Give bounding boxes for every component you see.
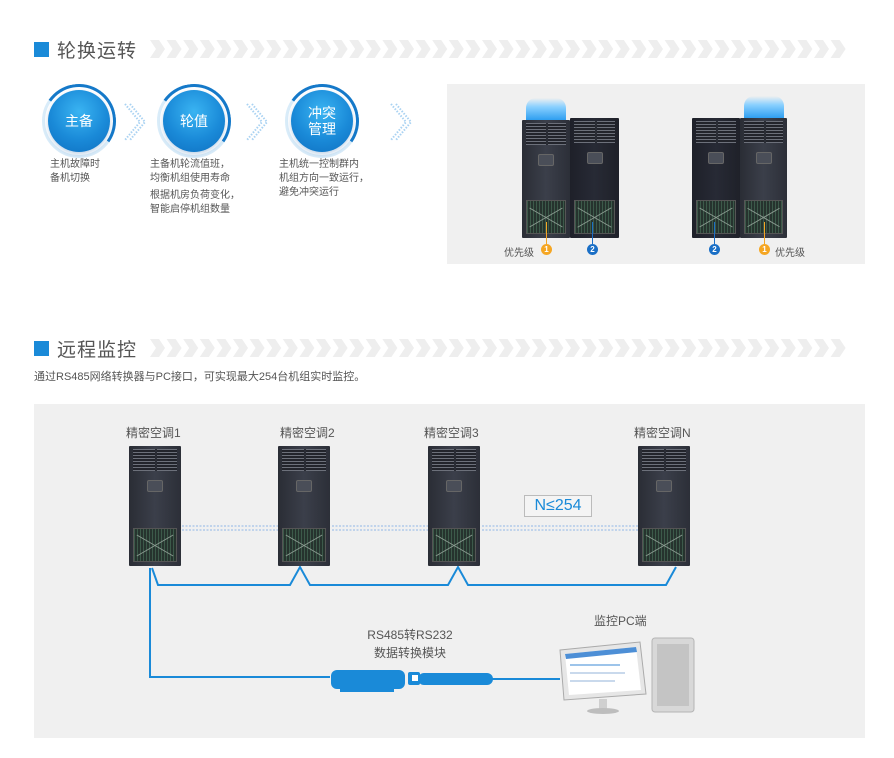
step-circle-conflict-management: 冲突管理 (279, 78, 365, 164)
ac-unit-active (740, 118, 787, 238)
priority-badge-2: 2 (587, 244, 598, 255)
intro-text: 通过RS485网络转换器与PC接口，可实现最大254台机组实时监控。 (34, 371, 366, 383)
priority-label: 优先级 (775, 248, 805, 259)
section-header-rotation: 轮换运转 (34, 36, 149, 62)
step-description: 主备机轮流值班， 均衡机组使用寿命 根据机房负荷变化， 智能启停机组数量 (150, 159, 240, 215)
converter-module-icon (331, 670, 493, 692)
section-title: 远程监控 (57, 339, 138, 361)
section-title: 轮换运转 (57, 40, 138, 62)
section-marker-icon (34, 41, 49, 57)
chevron-right-icon (246, 103, 268, 141)
section-marker-icon (34, 340, 49, 356)
step-label: 冲突管理 (308, 105, 336, 137)
unit-label: 精密空调2 (280, 426, 335, 440)
step-circle-rotation: 轮值 (151, 78, 237, 164)
ac-unit-active (522, 120, 570, 238)
chevron-right-icon (124, 103, 146, 141)
section-header-remote: 远程监控 (34, 335, 149, 361)
ac-unit-2 (278, 446, 330, 566)
chevron-right-icon (390, 103, 412, 141)
unit-label: 精密空调3 (424, 426, 479, 440)
unit-label: 精密空调1 (126, 426, 181, 440)
rotation-illustration-panel: 优先级 1 2 2 1 优先级 (447, 84, 865, 264)
chevron-strip-decoration (150, 339, 846, 357)
step-circle-main-backup: 主备 (36, 78, 122, 164)
step-description: 主机故障时 备机切换 (50, 159, 100, 184)
ac-unit-1 (129, 446, 181, 566)
step-description: 主机统一控制群内 机组方向一致运行， 避免冲突运行 (279, 159, 369, 198)
ac-unit-3 (428, 446, 480, 566)
priority-badge-1: 1 (541, 244, 552, 255)
airflow-icon (744, 96, 784, 118)
unit-limit-badge: N≤254 (524, 495, 592, 517)
step-label: 主备 (65, 113, 93, 129)
chevron-strip-decoration (150, 40, 846, 58)
priority-badge-2: 2 (709, 244, 720, 255)
unit-label: 精密空调N (634, 426, 691, 440)
priority-label: 优先级 (504, 248, 534, 259)
ac-unit-n (638, 446, 690, 566)
converter-label: RS485转RS232 数据转换模块 (367, 628, 453, 660)
ac-unit-standby (570, 118, 619, 238)
airflow-icon (526, 98, 566, 120)
ac-unit-standby (692, 118, 740, 238)
pc-label: 监控PC端 (594, 614, 647, 628)
step-label: 轮值 (180, 113, 208, 129)
priority-badge-1: 1 (759, 244, 770, 255)
